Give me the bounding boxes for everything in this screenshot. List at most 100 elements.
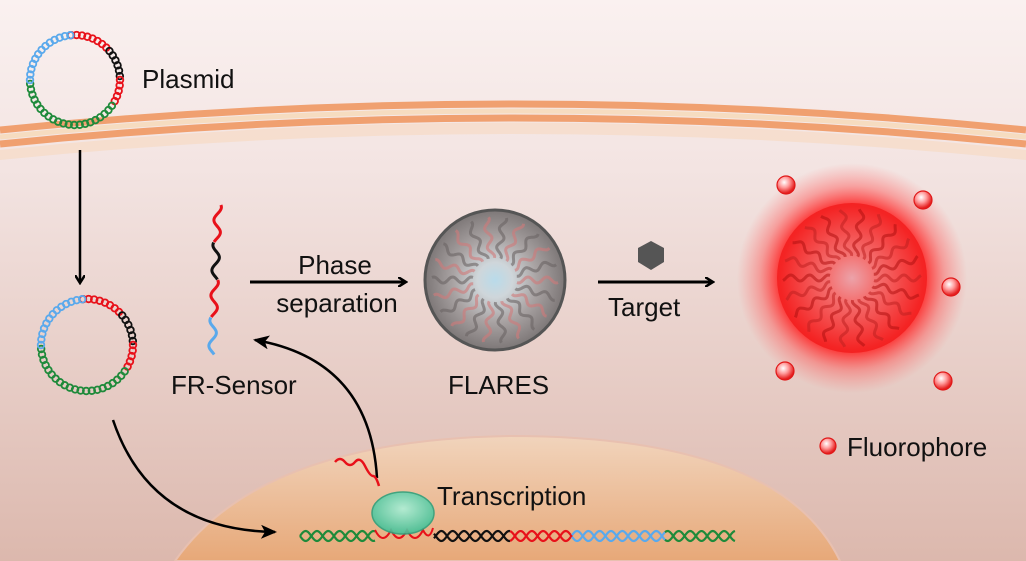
- plasmid-bead: [37, 335, 46, 344]
- fluorophore-particles: [775, 175, 961, 391]
- droplet-strand: [793, 286, 833, 319]
- droplet-strand: [838, 209, 854, 257]
- plasmid-bead: [28, 90, 37, 99]
- droplet-strand: [432, 282, 474, 300]
- droplet-strand: [500, 300, 521, 340]
- target-label: Target: [608, 292, 681, 322]
- fluorophore-particle: [776, 175, 796, 195]
- droplet-strand: [861, 214, 883, 261]
- phase-label: Phase: [298, 250, 372, 280]
- plasmid-outside-cell: [25, 30, 125, 130]
- plasmid-bead: [127, 331, 137, 340]
- target-hexagon-icon: [638, 241, 664, 270]
- plasmid-bead: [115, 81, 124, 90]
- arrow-transcription-to-sensor: [253, 335, 379, 479]
- droplet-strand: [873, 255, 919, 276]
- gene-segment: [509, 529, 573, 543]
- droplet-strand: [863, 295, 900, 330]
- plasmid-bead: [113, 61, 122, 70]
- droplet-strand: [439, 288, 476, 313]
- droplet-strand: [871, 282, 920, 300]
- sensor-segment: [209, 279, 220, 318]
- droplet-strand: [785, 280, 831, 301]
- fr-sensor-strand: [207, 204, 223, 356]
- mrna-strand: [334, 457, 381, 487]
- droplet-strand: [454, 229, 484, 263]
- droplet-strand: [516, 260, 558, 278]
- plasmid-bead: [60, 31, 70, 41]
- plasmid-bead: [77, 31, 87, 40]
- gene-segment: [571, 529, 666, 543]
- fluorophore-particle: [775, 361, 795, 381]
- plasmid-bead: [76, 386, 85, 395]
- droplet-strand: [435, 258, 476, 276]
- flares-label: FLARES: [448, 370, 550, 400]
- droplet-strand: [431, 275, 474, 285]
- droplet-strand: [510, 233, 540, 267]
- gene-segment: [664, 529, 736, 543]
- plasmid-bead: [128, 340, 138, 350]
- droplet-strand: [495, 217, 509, 260]
- droplet-strand: [510, 293, 547, 318]
- sensor-segment: [207, 316, 218, 356]
- plasmid-bead: [77, 295, 87, 304]
- droplet-strand: [784, 256, 833, 274]
- droplet-strand: [516, 275, 559, 285]
- gene-segment: [299, 529, 376, 543]
- activated-flares-glow: [737, 163, 967, 393]
- plasmid-bead: [25, 75, 35, 85]
- fluorophore-label: Fluorophore: [847, 432, 988, 462]
- rna-polymerase: [371, 491, 435, 535]
- transcription-label: Transcription: [437, 481, 587, 511]
- droplet-strand: [514, 247, 551, 272]
- fluorophore-particle: [913, 190, 933, 210]
- droplet-strand: [514, 284, 555, 302]
- fluorophore-particle: [941, 277, 961, 297]
- fluorophore-legend-icon: [819, 437, 837, 455]
- droplet-strand: [504, 223, 525, 263]
- plasmid-bead: [36, 344, 46, 354]
- droplet-strand: [804, 226, 841, 261]
- droplet-strand: [873, 273, 922, 283]
- droplet-strand: [782, 273, 831, 283]
- droplet-strand: [443, 242, 480, 267]
- cell-membrane: [0, 100, 1026, 160]
- plasmid-bead: [64, 120, 73, 129]
- gene-dna-helix: [299, 529, 736, 543]
- plasmid-bead: [86, 118, 95, 127]
- droplet-strand: [493, 301, 507, 344]
- plasmid-bead: [80, 119, 90, 129]
- nucleus: [173, 434, 842, 561]
- droplet-strand: [481, 300, 495, 343]
- gene-segment: [664, 529, 736, 543]
- droplet-strand: [792, 240, 837, 265]
- droplet-strand: [807, 291, 837, 333]
- droplet-strand: [821, 295, 843, 342]
- droplet-strand: [852, 208, 866, 258]
- plasmid-bead: [115, 75, 125, 85]
- plasmid-bead: [81, 386, 91, 396]
- plasmid-bead: [128, 346, 137, 355]
- flares-droplet: [423, 208, 567, 352]
- droplet-strand: [506, 297, 536, 331]
- plasmid-bead: [66, 31, 75, 40]
- fluorophore-particle: [933, 371, 953, 391]
- droplet-strand: [469, 220, 490, 260]
- plasmid-bead: [93, 385, 102, 395]
- separation-label: separation: [276, 288, 398, 318]
- gene-segment: [571, 529, 666, 543]
- plasmid-bead: [75, 120, 84, 129]
- plasmid-inside-cell: [36, 294, 138, 396]
- arrow-plasmid-to-nucleus: [111, 419, 277, 539]
- droplet-strand: [483, 216, 497, 259]
- plasmid-bead: [114, 66, 124, 75]
- droplet-strand: [850, 299, 866, 347]
- plasmid-bead: [25, 79, 35, 89]
- droplet-strand: [465, 297, 486, 337]
- plasmid-label: Plasmid: [142, 64, 235, 94]
- droplet-strand: [867, 223, 897, 265]
- plasmid-bead: [26, 70, 35, 79]
- droplet-strand: [820, 215, 847, 258]
- droplet-strand: [450, 293, 480, 327]
